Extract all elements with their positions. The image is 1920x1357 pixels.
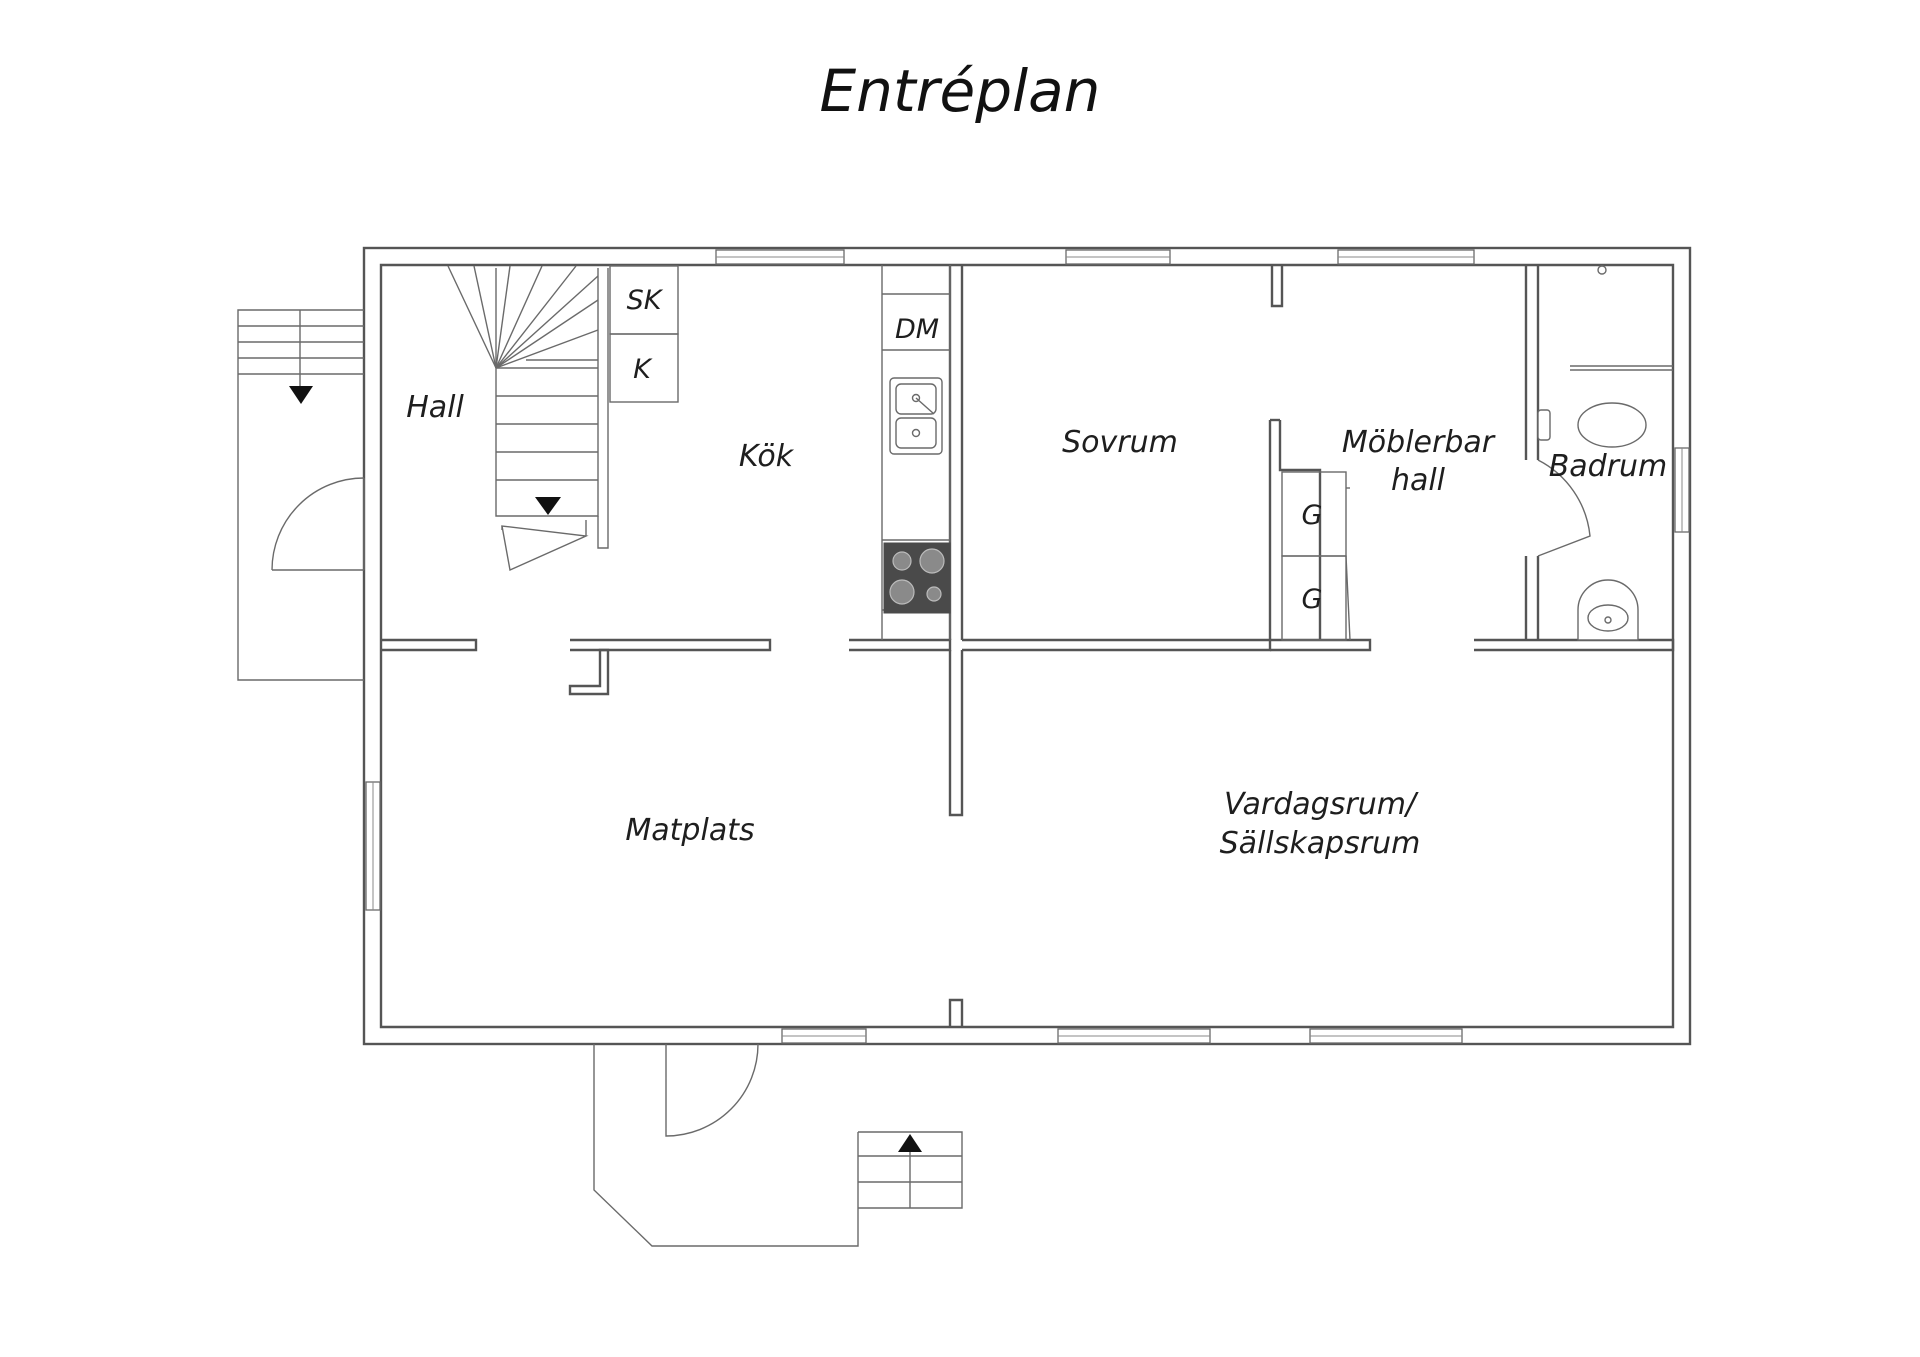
entrance-steps-left (237, 309, 365, 681)
room-label-vardagsrum: Vardagsrum/ (1224, 787, 1419, 822)
room-label-moblerbar-hall: hall (1391, 463, 1446, 498)
interior-walls (381, 265, 1675, 1027)
staircase (447, 265, 609, 572)
dishwasher-label: DM (895, 314, 939, 345)
room-label-sovrum: Sovrum (1062, 425, 1178, 460)
stove (883, 542, 951, 614)
room-label-sallskapsrum: Sällskapsrum (1220, 826, 1421, 861)
outer-walls (362, 246, 1692, 1046)
plan-title: Entréplan (820, 57, 1101, 125)
storage-cabinets (609, 265, 679, 403)
room-label-hall: Hall (406, 390, 464, 425)
wardrobes (1281, 471, 1351, 641)
entrance-porch-bottom (593, 1043, 963, 1247)
wardrobe-label-1: G (1302, 500, 1323, 531)
room-labels: Hall Kök Sovrum Möblerbar hall Badrum Ma… (406, 390, 1667, 861)
windows (365, 249, 1690, 1044)
bathroom-fixtures (1537, 265, 1673, 641)
wardrobe-label-2: G (1302, 584, 1323, 615)
kitchen-sink (889, 377, 943, 455)
room-label-matplats: Matplats (625, 813, 754, 848)
room-label-badrum: Badrum (1549, 449, 1668, 484)
room-label-kok: Kök (739, 439, 795, 474)
storage-sk-label: SK (627, 285, 664, 316)
room-label-moblerbar: Möblerbar (1342, 425, 1496, 460)
fridge-k-label: K (633, 354, 653, 385)
